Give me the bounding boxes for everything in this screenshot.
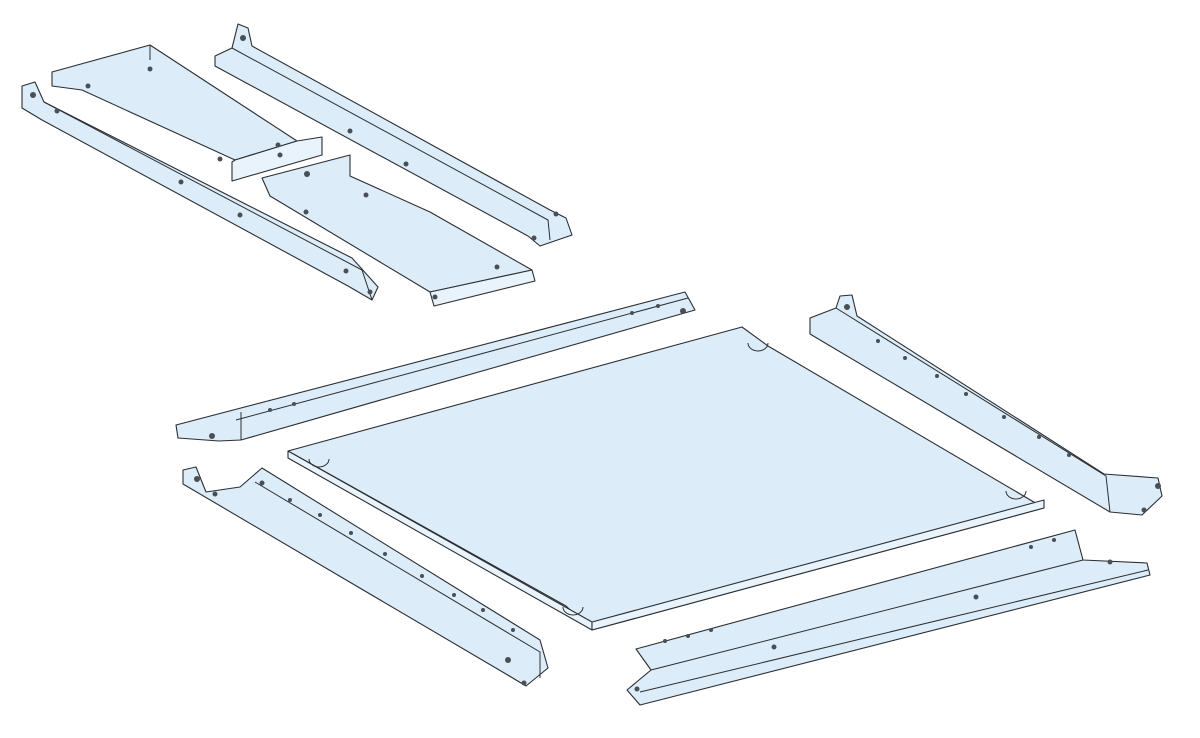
- front-rail: [175, 291, 696, 442]
- gland-plate-half-right: [261, 154, 536, 307]
- side-rail-upper-left: [21, 81, 379, 301]
- gland-plate-half-left: [51, 44, 323, 182]
- side-rail-lower-left: [182, 466, 549, 687]
- base-plate: [287, 326, 1045, 631]
- rear-rail-right: [809, 294, 1163, 516]
- side-rail-upper-right: [214, 23, 573, 247]
- front-rail-lower: [626, 529, 1151, 706]
